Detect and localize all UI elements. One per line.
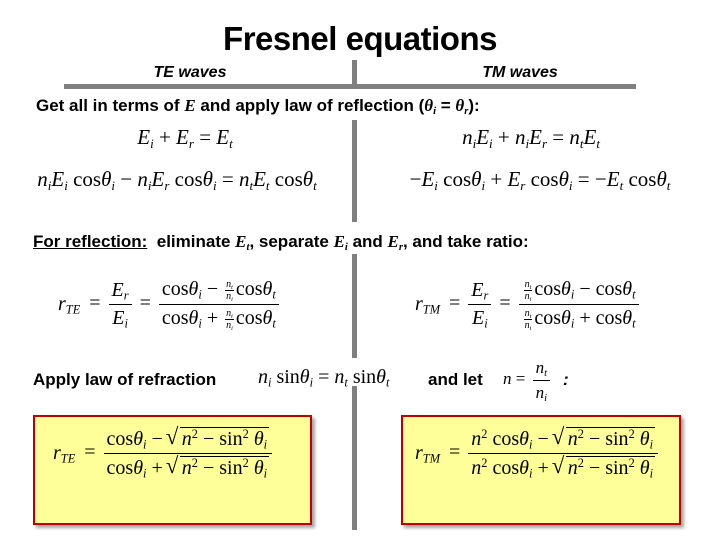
colon: :	[563, 370, 569, 389]
tm-result-box: rTM = n2 cosθi − n2 − sin2 θi n2 cosθi +…	[401, 415, 681, 525]
tm-boundary-equation-2: −Ei cosθi + Er cosθi = −Et cosθt	[409, 167, 671, 193]
te-boundary-equation-1: Ei + Er = Et	[137, 125, 233, 151]
refraction-law-statement: Apply law of refraction	[33, 370, 217, 389]
tm-boundary-equation-1: niEi + niEr = ntEt	[462, 125, 600, 151]
te-result-box: rTE = cosθi − n2 − sin2 θi cosθi + n2 − …	[33, 415, 312, 525]
vertical-divider-top	[352, 60, 357, 89]
vertical-divider-2	[352, 254, 357, 358]
reflection-ratio-statement: For reflection: eliminate Et, separate E…	[33, 232, 529, 254]
te-waves-heading: TE waves	[153, 64, 227, 81]
te-boundary-equation-2: niEi cosθi − niEr cosθi = ntEt cosθt	[37, 167, 317, 193]
vertical-divider-3	[352, 386, 357, 530]
snell-law-equation: ni sinθi = nt sinθt	[258, 366, 390, 390]
page-title: Fresnel equations	[223, 20, 497, 57]
tm-waves-heading: TM waves	[482, 64, 558, 81]
horizontal-divider	[64, 84, 636, 89]
and-let-text: and let	[428, 370, 483, 389]
tm-fresnel-coefficient: rTM = n2 cosθi − n2 − sin2 θi n2 cosθi +…	[415, 424, 661, 480]
reflection-law-statement: Get all in terms of E and apply law of r…	[36, 96, 480, 118]
te-fresnel-coefficient: rTE = cosθi − n2 − sin2 θi cosθi + n2 − …	[53, 424, 275, 480]
vertical-divider-1	[352, 120, 357, 222]
